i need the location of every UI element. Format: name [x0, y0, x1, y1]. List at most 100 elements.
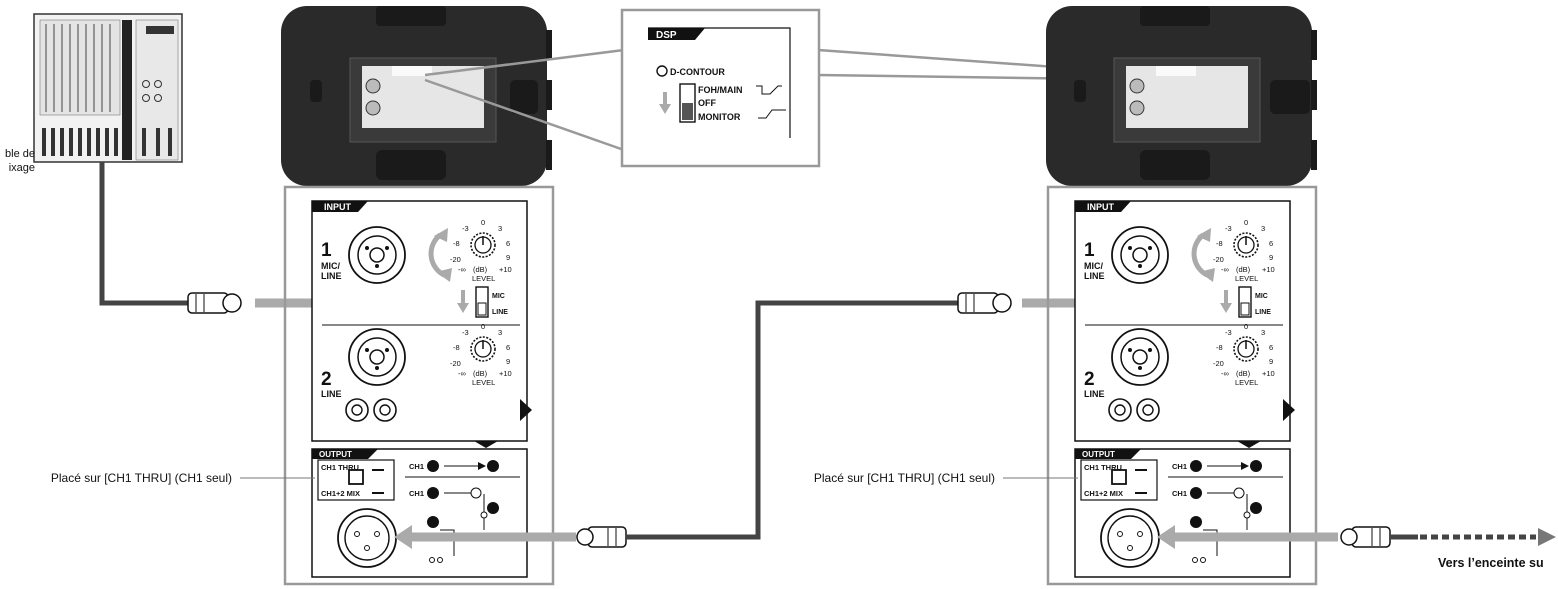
- r-ch1-tick-m8: -8: [1216, 239, 1223, 248]
- ch1-tick-m3: -3: [462, 224, 469, 233]
- speaker-right-back-view: [1046, 6, 1317, 186]
- r-ch1-tick-6: 6: [1269, 239, 1273, 248]
- ch1-tick-db: (dB): [473, 265, 488, 274]
- r-ch2-tick-m20: -20: [1213, 359, 1224, 368]
- r-ch2-level-label: LEVEL: [1235, 378, 1258, 387]
- xlr-plug-next-speaker: [1340, 526, 1391, 548]
- ch2-tick-3: 3: [498, 328, 502, 337]
- speaker-right-zoom-frame: [1046, 185, 1318, 586]
- r-ch1-tick-p10: +10: [1262, 265, 1275, 274]
- ch2-label-right: LINE: [1084, 389, 1105, 399]
- r-ch1-level-label: LEVEL: [1235, 274, 1258, 283]
- ch2-combo-jack-right: [1111, 328, 1169, 386]
- input-header-right: INPUT: [1087, 202, 1115, 212]
- dcontour-label: D-CONTOUR: [670, 67, 725, 77]
- switch-line-label-right: LINE: [1255, 309, 1271, 316]
- ch1-mic-line-switch: [475, 286, 489, 318]
- ch1-thru-label: CH1 THRU: [321, 463, 359, 472]
- ch1-tick-m20: -20: [450, 255, 461, 264]
- mixer-label-line2: ixage: [9, 162, 35, 174]
- ch2-tick-9: 9: [506, 357, 510, 366]
- mixer-output-cable: [99, 162, 190, 306]
- speaker-right-input-panel: [1074, 200, 1295, 448]
- r-ch1-tick-db: (dB): [1236, 265, 1251, 274]
- ch12-mix-label-right: CH1+2 MIX: [1084, 489, 1123, 498]
- speaker-link-cable: [626, 300, 960, 540]
- ch2-combo-jack: [348, 328, 406, 386]
- r-ch2-tick-m8: -8: [1216, 343, 1223, 352]
- r-ch1-tick-m3: -3: [1225, 224, 1232, 233]
- xlr-plug-link-out: [576, 526, 627, 548]
- ch1-combo-jack-right: [1111, 226, 1169, 284]
- ch1-label-a: MIC/: [321, 261, 340, 271]
- ch2-label: LINE: [321, 389, 342, 399]
- r-ch2-tick-m3: -3: [1225, 328, 1232, 337]
- ch1-level-knob-right: [1233, 232, 1259, 258]
- ch1-tick-0: 0: [481, 218, 485, 227]
- ch1-label-b: LINE: [321, 271, 342, 281]
- ch2-tick-db: (dB): [473, 369, 488, 378]
- ch1-row1-label-right: CH1: [1172, 462, 1187, 471]
- r-ch2-tick-db: (dB): [1236, 369, 1251, 378]
- ch1-row2-label: CH1: [409, 489, 424, 498]
- foh-main-label: FOH/MAIN: [698, 85, 743, 95]
- r-ch2-tick-minf: -∞: [1221, 369, 1229, 378]
- ch2-number-right: 2: [1084, 369, 1095, 390]
- ch1-level-knob: [470, 232, 496, 258]
- ch2-tick-0: 0: [481, 322, 485, 331]
- ch2-rca-jacks: [345, 398, 397, 422]
- output-header: OUTPUT: [319, 450, 352, 459]
- ch2-level-knob: [470, 336, 496, 362]
- r-ch1-tick-3: 3: [1261, 224, 1265, 233]
- ch1-level-label: LEVEL: [472, 274, 495, 283]
- r-ch1-tick-9: 9: [1269, 253, 1273, 262]
- speaker-left-zoom-frame: [283, 185, 555, 586]
- r-ch2-tick-9: 9: [1269, 357, 1273, 366]
- ch1-label-b-right: LINE: [1084, 271, 1105, 281]
- ch2-rca-jacks-right: [1108, 398, 1160, 422]
- switch-mic-label: MIC: [492, 293, 505, 300]
- mixer-label-line1: ble de: [5, 148, 35, 160]
- r-ch2-tick-3: 3: [1261, 328, 1265, 337]
- ch12-mix-label: CH1+2 MIX: [321, 489, 360, 498]
- mixer-console: [33, 13, 183, 163]
- r-ch2-tick-6: 6: [1269, 343, 1273, 352]
- ch1-tick-6: 6: [506, 239, 510, 248]
- ch1-tick-9: 9: [506, 253, 510, 262]
- ch1-tick-3: 3: [498, 224, 502, 233]
- ch2-level-label: LEVEL: [472, 378, 495, 387]
- ch1-row1-label: CH1: [409, 462, 424, 471]
- r-ch2-tick-0: 0: [1244, 322, 1248, 331]
- switch-mic-label-right: MIC: [1255, 293, 1268, 300]
- input-header: INPUT: [324, 202, 352, 212]
- dsp-header: DSP: [656, 30, 677, 41]
- output-header-right: OUTPUT: [1082, 450, 1115, 459]
- ch2-tick-m3: -3: [462, 328, 469, 337]
- ch1-combo-jack: [348, 226, 406, 284]
- speaker-left-output-panel: [311, 448, 528, 578]
- monitor-label: MONITOR: [698, 112, 741, 122]
- speaker-right-output-panel: [1074, 448, 1291, 578]
- next-speaker-arrow-icon: [1538, 528, 1556, 546]
- ch1-label-a-right: MIC/: [1084, 261, 1103, 271]
- ch1-number: 1: [321, 240, 332, 261]
- ch2-tick-m20: -20: [450, 359, 461, 368]
- xlr-plug-mixer-cable: [187, 292, 242, 314]
- ch2-tick-p10: +10: [499, 369, 512, 378]
- ch1-tick-minf: -∞: [458, 265, 466, 274]
- ch1-thru-label-right: CH1 THRU: [1084, 463, 1122, 472]
- ch1-tick-m8: -8: [453, 239, 460, 248]
- speaker-left-input-panel: [311, 200, 532, 448]
- r-ch2-tick-p10: +10: [1262, 369, 1275, 378]
- ch2-tick-minf: -∞: [458, 369, 466, 378]
- left-switch-annotation: Placé sur [CH1 THRU] (CH1 seul): [51, 471, 232, 485]
- next-speaker-label: Vers l’enceinte su: [1438, 556, 1544, 570]
- ch1-number-right: 1: [1084, 240, 1095, 261]
- right-switch-annotation: Placé sur [CH1 THRU] (CH1 seul): [814, 471, 995, 485]
- ch1-mic-line-switch-right: [1238, 286, 1252, 318]
- switch-line-label: LINE: [492, 309, 508, 316]
- ch2-tick-6: 6: [506, 343, 510, 352]
- ch1-tick-p10: +10: [499, 265, 512, 274]
- ch2-number: 2: [321, 369, 332, 390]
